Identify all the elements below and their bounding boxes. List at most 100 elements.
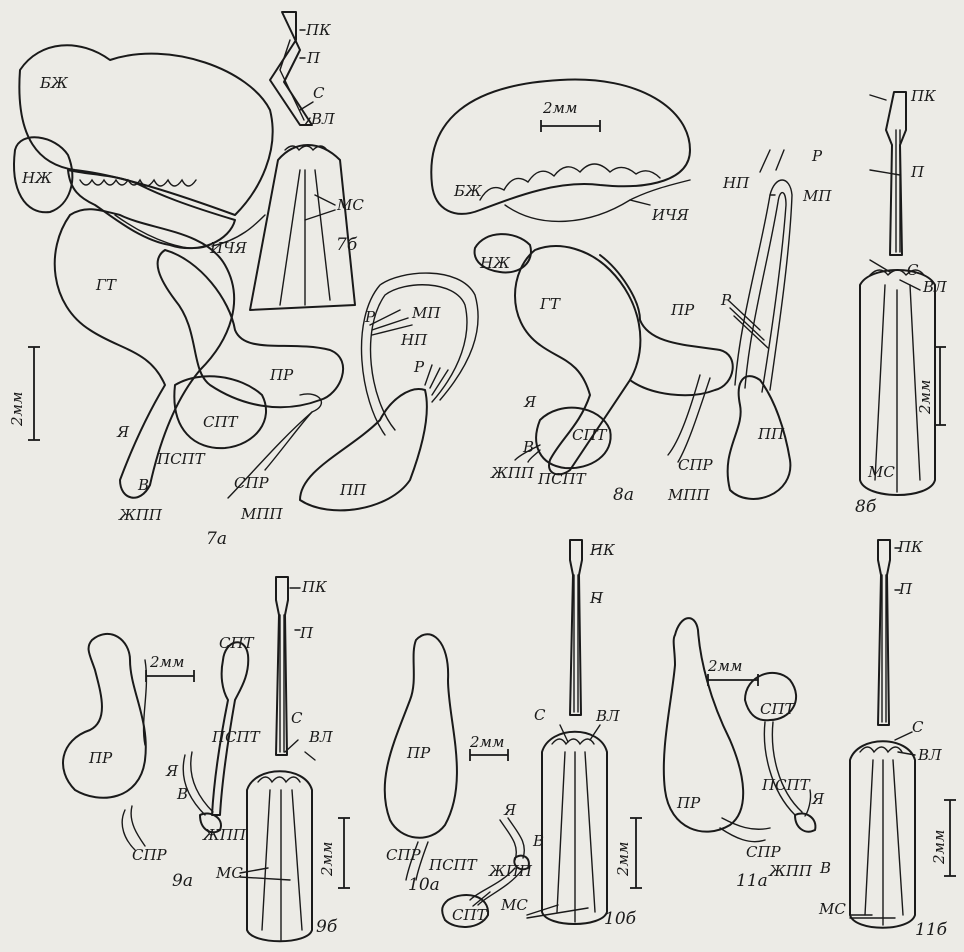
label-9a-pr: ПР	[88, 749, 113, 767]
label-8a-spr: СПР	[678, 456, 714, 474]
label-11a-spt: СПТ	[760, 700, 796, 718]
label-11b-s: С	[912, 718, 924, 736]
figure-7b	[250, 12, 355, 310]
label-10b-p: П	[589, 589, 604, 607]
label-10a-v: В	[532, 832, 544, 850]
labels-10: ПР СПР 10а 2мм Я В ПСПТ ЖПП СПТ ПК П С В…	[386, 541, 637, 929]
label-8a-pr: ПР	[670, 301, 695, 319]
scale-label-10b: 2мм	[614, 842, 632, 877]
label-8b-p: П	[910, 163, 925, 181]
label-9a-pspt: ПСПТ	[211, 728, 261, 746]
label-10a-pr: ПР	[406, 744, 431, 762]
label-8a-v: В	[522, 438, 534, 456]
scale-label-9b: 2мм	[318, 842, 336, 877]
label-8b-pk: ПК	[910, 87, 936, 105]
label-11a-pr: ПР	[676, 794, 701, 812]
figure-number-7a: 7а	[206, 529, 227, 549]
label-11a-zhpp: ЖПП	[768, 862, 813, 880]
label-7a-mp: МП	[411, 304, 441, 322]
scale-label-8b: 2мм	[916, 380, 934, 415]
figure-8a	[431, 80, 792, 499]
figure-7a	[14, 45, 478, 510]
scale-label-11b: 2мм	[930, 830, 948, 865]
label-9b-pk: ПК	[301, 578, 327, 596]
figure-11b	[850, 540, 915, 928]
figure-number-10a: 10а	[408, 875, 440, 895]
label-9a-spr: СПР	[132, 846, 168, 864]
label-11b-vl: ВЛ	[917, 746, 942, 764]
figure-number-11b: 11б	[915, 920, 948, 940]
label-8a-pspt: ПСПТ	[537, 470, 587, 488]
label-11b-p: П	[898, 580, 913, 598]
label-7b-s: С	[313, 84, 325, 102]
label-9b-vl: ВЛ	[308, 728, 333, 746]
label-8a-spt: СПТ	[572, 426, 608, 444]
label-7a-ichya: ИЧЯ	[209, 239, 248, 257]
labels-9: 2мм СПТ ПСПТ ПР Я В ЖПП СПР 9а ПК П С ВЛ…	[88, 578, 338, 937]
label-11a-v: В	[819, 859, 831, 877]
label-8a-gt: ГТ	[539, 295, 561, 313]
label-7a-bzh: БЖ	[39, 74, 69, 92]
label-10a-zhpp: ЖПП	[488, 862, 533, 880]
label-11a-ya: Я	[811, 790, 825, 808]
label-7a-nzh: НЖ	[21, 169, 53, 187]
label-7a-spr: СПР	[234, 474, 270, 492]
label-8a-mp: МП	[802, 187, 832, 205]
label-7a-spt: СПТ	[203, 413, 239, 431]
label-7a-r2: Р	[413, 358, 425, 376]
label-7a-pp: ПП	[339, 481, 367, 499]
label-11b-ms: МС	[818, 900, 846, 918]
label-10b-pk: ПК	[589, 541, 615, 559]
label-10a-pspt: ПСПТ	[428, 856, 478, 874]
label-9a-spt: СПТ	[219, 634, 255, 652]
label-8a-zhpp: ЖПП	[490, 464, 535, 482]
label-7b-ms: МС	[336, 196, 364, 214]
figure-10a	[385, 634, 529, 927]
label-9a-zhpp: ЖПП	[202, 826, 247, 844]
label-7a-gt: ГТ	[95, 276, 117, 294]
figure-number-9a: 9а	[172, 871, 193, 891]
label-7a-v: В	[137, 476, 149, 494]
labels-7b: ПК П С ВЛ МС 7б	[305, 21, 364, 255]
figure-number-11a: 11а	[736, 871, 768, 891]
label-8b-vl: ВЛ	[922, 278, 947, 296]
label-7a-pspt: ПСПТ	[156, 450, 206, 468]
figure-number-7b: 7б	[336, 235, 358, 255]
label-10a-spt: СПТ	[452, 906, 488, 924]
scale-label-10a: 2мм	[469, 733, 504, 751]
label-7a-ya: Я	[116, 423, 130, 441]
label-11a-pspt: ПСПТ	[761, 776, 811, 794]
scale-label-11a: 2мм	[707, 657, 742, 675]
label-11b-pk: ПК	[897, 538, 923, 556]
figure-number-9b: 9б	[316, 917, 338, 937]
label-9a-v: В	[176, 785, 188, 803]
figure-number-10b: 10б	[604, 909, 637, 929]
label-7a-np: НП	[400, 331, 428, 349]
label-7a-pr: ПР	[269, 366, 294, 384]
figure-number-8b: 8б	[855, 497, 877, 517]
label-7a-r1: Р	[364, 308, 376, 326]
label-10a-spr: СПР	[386, 846, 422, 864]
label-7a-mpp: МПП	[240, 505, 283, 523]
label-10b-vl: ВЛ	[595, 707, 620, 725]
label-11a-spr: СПР	[746, 843, 782, 861]
label-8b-ms: МС	[867, 463, 895, 481]
label-10b-s: С	[534, 706, 546, 724]
label-8a-r1: Р	[811, 147, 823, 165]
label-10b-ms: МС	[500, 896, 528, 914]
label-9a-ya: Я	[165, 762, 179, 780]
label-7b-vl: ВЛ	[310, 110, 335, 128]
label-9b-s: С	[291, 709, 303, 727]
label-8a-ichya: ИЧЯ	[651, 206, 690, 224]
labels-11: 2мм СПТ ПСПТ ПР Я СПР ЖПП В 11а ПК П С В…	[676, 538, 948, 940]
label-8a-bzh: БЖ	[453, 182, 483, 200]
label-9b-ms: МС	[215, 864, 243, 882]
label-8a-np: НП	[722, 174, 750, 192]
label-10a-ya: Я	[503, 801, 517, 819]
label-8a-r2: Р	[720, 291, 732, 309]
scale-label-7a: 2мм	[8, 392, 26, 427]
label-8a-ya: Я	[523, 393, 537, 411]
label-7a-zhpp: ЖПП	[118, 506, 163, 524]
